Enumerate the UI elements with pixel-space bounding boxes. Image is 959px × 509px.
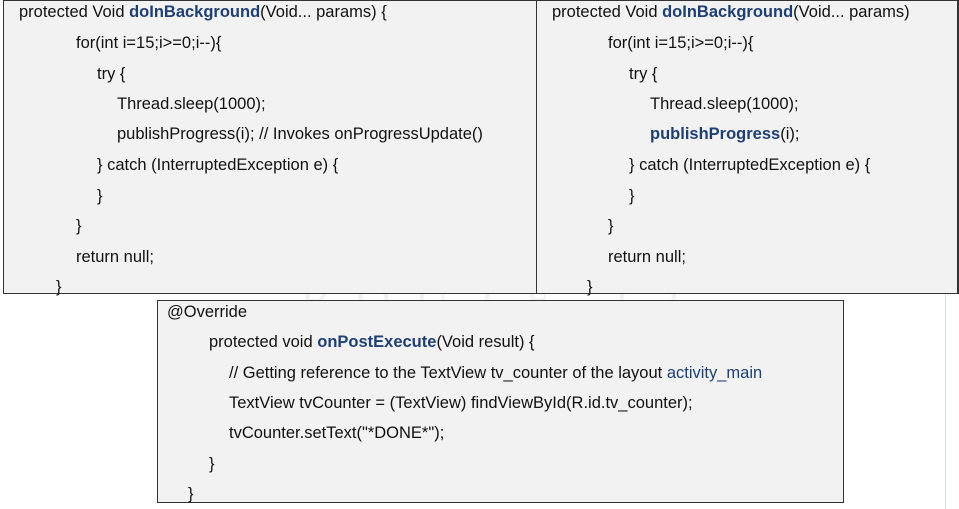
edge-divider (945, 294, 946, 509)
code-line: protected Void doInBackground(Void... pa… (19, 2, 387, 22)
code-line: tvCounter.setText("*DONE*"); (229, 424, 445, 442)
code-line: } (587, 278, 593, 296)
code-panel-right: protected Void doInBackground(Void... pa… (536, 0, 959, 296)
layout-reference: activity_main (666, 364, 763, 382)
code-text: protected Void (19, 3, 130, 21)
code-line: publishProgress(i); (650, 124, 799, 144)
code-comment-line: // Getting reference to the TextView tv_… (229, 363, 762, 383)
method-name: publishProgress (650, 125, 781, 143)
code-line: } (76, 217, 82, 235)
code-line: } (97, 187, 103, 205)
code-line: for(int i=15;i>=0;i--){ (608, 34, 754, 52)
code-panel-bottom: @Override protected void onPostExecute(V… (157, 300, 844, 503)
code-line: Thread.sleep(1000); (650, 95, 799, 113)
code-line: for(int i=15;i>=0;i--){ (76, 34, 222, 52)
code-line: } catch (InterruptedException e) { (97, 156, 339, 174)
code-text: protected void (209, 333, 318, 351)
code-line: } (629, 187, 635, 205)
code-text: (i); (780, 125, 800, 143)
code-line: } (608, 217, 614, 235)
code-line: } (188, 485, 194, 503)
code-line: publishProgress(i); // Invokes onProgres… (117, 125, 483, 143)
code-line: try { (629, 65, 658, 83)
code-text: (Void result) { (436, 333, 535, 351)
code-comment: // Getting reference to the TextView tv_… (229, 364, 667, 382)
code-line: @Override (167, 303, 248, 321)
code-line: Thread.sleep(1000); (117, 95, 266, 113)
code-line: return null; (608, 248, 686, 266)
code-line: protected Void doInBackground(Void... pa… (552, 2, 910, 22)
code-text: (Void... params) (793, 3, 910, 21)
code-text: protected Void (552, 3, 663, 21)
code-line: } (56, 278, 62, 296)
code-line: return null; (76, 248, 154, 266)
code-line: try { (97, 65, 126, 83)
code-line: protected void onPostExecute(Void result… (209, 332, 535, 352)
code-text: (Void... params) { (260, 3, 387, 21)
method-name: doInBackground (129, 3, 261, 21)
code-line: } (209, 455, 215, 473)
method-name: doInBackground (662, 3, 794, 21)
method-name: onPostExecute (317, 333, 437, 351)
code-panel-left: protected Void doInBackground(Void... pa… (3, 0, 537, 296)
code-line: } catch (InterruptedException e) { (629, 156, 871, 174)
code-line: TextView tvCounter = (TextView) findView… (229, 394, 693, 412)
